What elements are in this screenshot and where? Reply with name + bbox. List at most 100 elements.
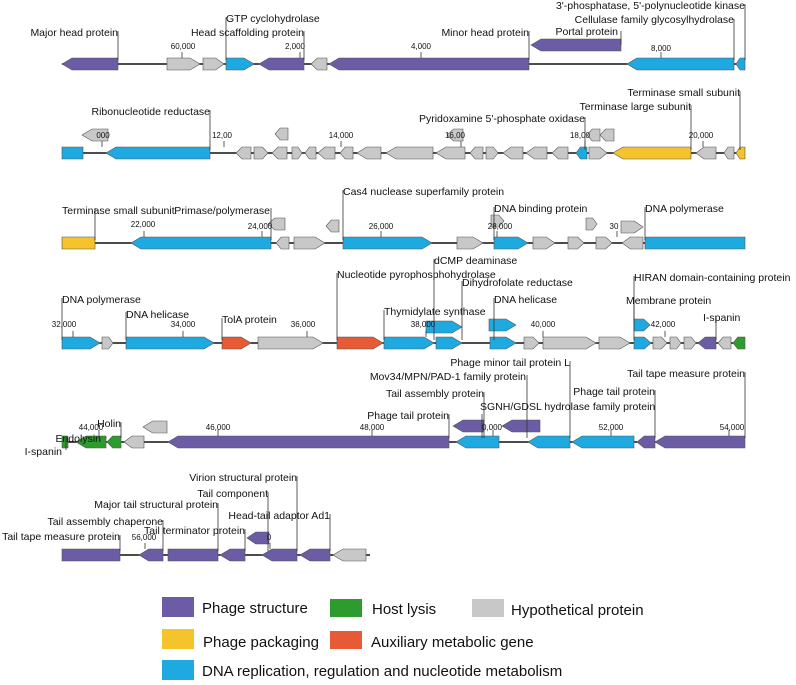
gene-label: Major tail structural protein [94,499,218,511]
gene-arrow [501,419,541,433]
gene-arrow [620,220,644,234]
gene-arrow [336,336,384,350]
gene-labels: Major head protein GTP cyclohydrolaseHead… [2,0,791,551]
gene-arrow [61,236,96,250]
gene-arrow [723,146,735,160]
gene-label: Tail assembly protein [386,388,484,400]
gene-arrow [644,236,746,250]
tick-label: 24,000 [248,222,273,231]
gene-arrow [235,146,252,160]
tick-label: 2,000 [285,42,306,51]
tick-label: 48,000 [360,423,385,432]
gene-arrow [274,127,289,141]
gene-arrow [697,336,717,350]
gene-arrow [654,435,746,449]
gene-arrow [488,318,517,332]
gene-arrow [735,146,746,160]
gene-arrow [532,236,556,250]
gene-arrow [588,146,608,160]
legend-swatch-structure [162,597,194,617]
gene-label: DNA polymerase [645,203,724,215]
gene-label: Cas4 nuclease superfamily protein [343,186,504,198]
gene-arrow [455,435,500,449]
tick-label: 8,000 [651,44,672,53]
gene-arrow [493,236,529,250]
gene-label: Terminase small subunit [627,87,740,99]
gene-arrow [291,146,303,160]
gene-label: Nucleotide pyrophosphohydrolase [337,269,496,281]
gene-label: Virion structural protein [189,472,297,484]
gene-label: Minor head protein [441,27,529,39]
tick-label: 18,00 [570,131,591,140]
gene-label: Portal protein [556,26,619,38]
gene-label: DNA helicase [494,294,557,306]
gene-label: Phage tail protein [367,410,449,422]
gene-label: HIRAN domain-containing protein [634,272,791,284]
gene-arrow [489,336,517,350]
gene-arrow [225,57,255,71]
gene-arrow [695,146,717,160]
gene-label: GTP cyclohydrolase [226,13,320,25]
gene-arrow [530,38,622,52]
gene-arrow [342,236,433,250]
gene-arrow [271,146,288,160]
gene-arrows [61,38,746,562]
gene-label: DNA polymerase [62,294,141,306]
gene-label: I-spanin [25,446,63,458]
gene-arrow [123,435,145,449]
gene-arrow [735,57,746,71]
gene-arrow [325,219,340,233]
gene-arrow [525,146,548,160]
tick-label: 0,000 [482,423,503,432]
gene-arrow [75,435,107,449]
gene-arrow [542,336,597,350]
gene-arrow [469,146,484,160]
gene-label: Mov34/MPN/PAD-1 family protein [370,371,526,383]
gene-arrow [130,236,272,250]
legend-swatch-hypo [472,599,504,617]
tick-label: 40,000 [531,320,556,329]
gene-arrow [435,336,463,350]
gene-arrow [598,336,631,350]
gene-label: 3'-phosphatase, 5'-polynucleotide kinase [556,0,745,12]
gene-arrow [81,128,109,142]
gene-label: Ribonucleotide reductase [92,106,211,118]
gene-label: Head scaffolding protein [191,27,304,39]
gene-arrow [61,146,84,160]
gene-arrow [105,146,211,160]
gene-arrow [61,336,101,350]
gene-label: Pyridoxamine 5'-phosphate oxidase [419,113,585,125]
gene-arrow [435,146,466,160]
gene-arrow [166,57,201,71]
tick-label: 16,00 [445,131,466,140]
gene-arrow [356,146,382,160]
gene-label: Terminase small subunit [62,205,175,217]
gene-arrow [310,57,328,71]
gene-arrow [523,336,540,350]
gene-arrow [683,336,697,350]
gene-arrow [125,336,215,350]
legend-label-dna: DNA replication, regulation and nucleoti… [202,663,562,680]
gene-arrow [328,57,530,71]
tick-label: 32,000 [52,320,77,329]
gene-arrow [446,128,464,142]
legend-label-packaging: Phage packaging [203,634,319,651]
gene-label: dCMP deaminase [434,255,517,267]
gene-arrow [586,128,601,142]
gene-arrow [652,336,668,350]
tick-label: 52,000 [599,423,624,432]
gene-label: Major head protein [30,27,118,39]
gene-label: DNA helicase [126,309,189,321]
gene-label: DNA binding protein [494,203,588,215]
legend-swatch-packaging [162,629,194,649]
gene-arrow [626,57,735,71]
tick-label: 14,000 [329,131,354,140]
gene-arrow [61,548,121,562]
tick-label: 36,000 [291,320,316,329]
gene-label: Membrane protein [626,295,711,307]
gene-label: Tail component [197,488,268,500]
tick-label: 54,000 [720,423,745,432]
gene-label: Phage minor tail protein L [450,357,570,369]
gene-label: Dihydrofolate reductase [462,277,573,289]
